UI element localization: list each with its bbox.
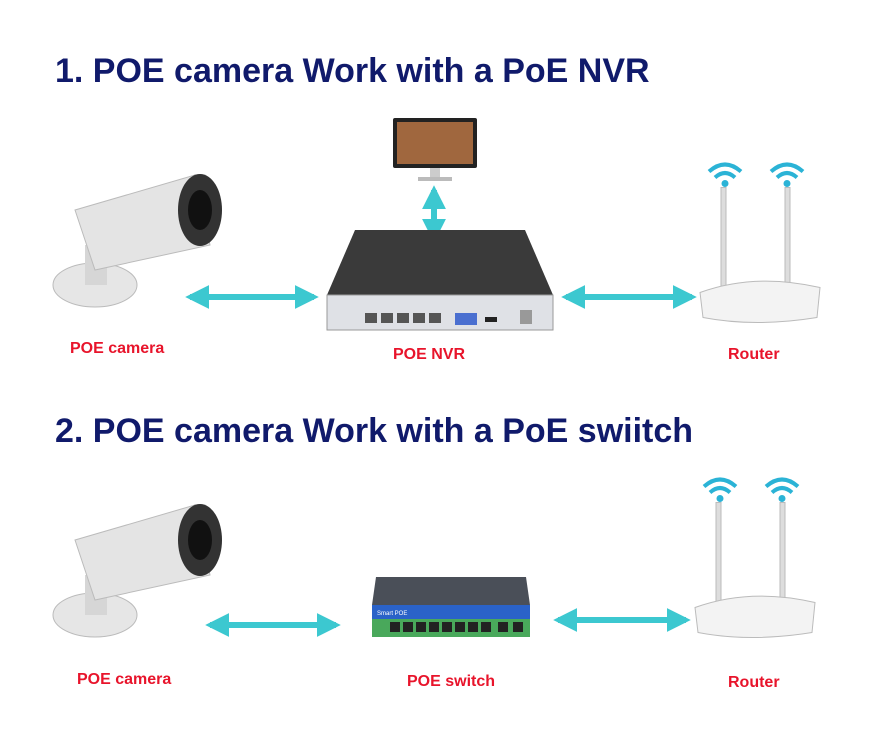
router-image (690, 470, 820, 645)
camera-label: POE camera (70, 340, 165, 357)
monitor-image (393, 118, 477, 181)
nvr-label: POE NVR (393, 346, 466, 363)
section1-title: 1. POE camera Work with a PoE NVR (55, 52, 650, 90)
router-image (695, 155, 825, 330)
router-label: Router (728, 674, 780, 691)
router-label: Router (728, 346, 780, 363)
poe-camera-image (45, 165, 225, 315)
camera-label: POE camera (77, 671, 172, 688)
switch-label: POE switch (407, 673, 496, 690)
section2-title: 2. POE camera Work with a PoE swiitch (55, 412, 694, 450)
poe-nvr-image (326, 230, 554, 331)
switch-brand: Smart POE (377, 611, 407, 617)
poe-switch-image: Smart POE (372, 577, 530, 637)
poe-camera-image (45, 495, 225, 645)
